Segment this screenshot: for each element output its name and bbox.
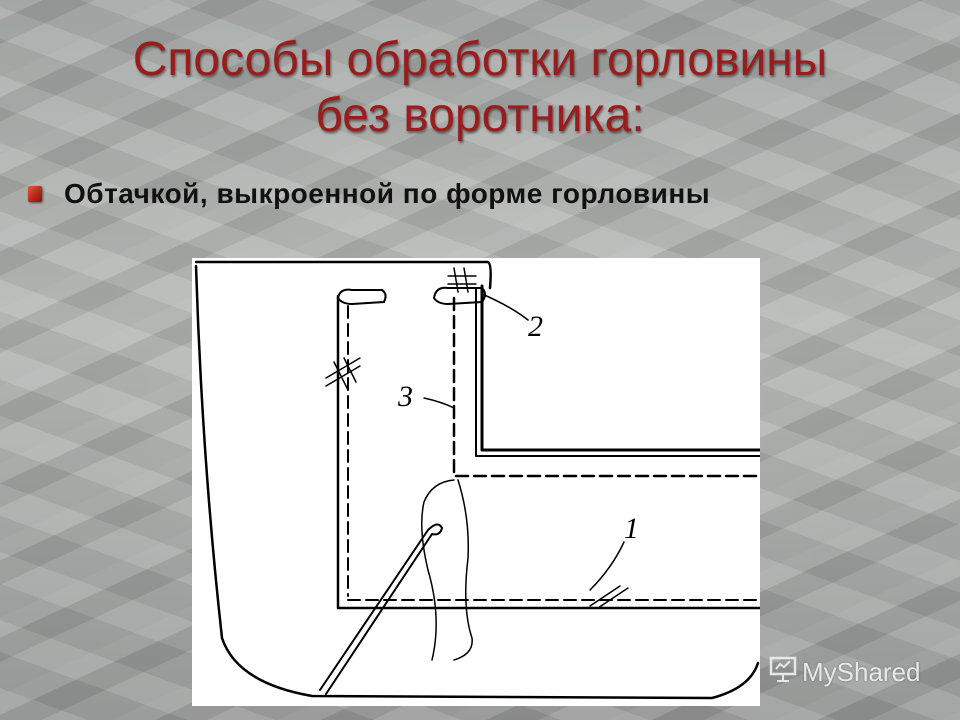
watermark-text: MyShared [802, 657, 921, 687]
leader-2 [481, 293, 529, 321]
facing-edge-outer [480, 284, 760, 452]
stitch-line-3 [452, 296, 760, 478]
thread [421, 479, 473, 661]
facing-left-edge [336, 294, 760, 610]
cross-mark-bottom [589, 585, 629, 609]
label-1: 1 [624, 512, 639, 545]
slide-title: Способы обработки горловины без воротник… [0, 32, 960, 144]
cross-mark-top [447, 267, 477, 293]
garment-outline [194, 260, 760, 700]
fold-right [433, 286, 486, 305]
bullet-item: Обтачкой, выкроенной по форме горловины [28, 178, 938, 210]
bullet-marker-icon [28, 186, 42, 202]
fold-left [337, 288, 387, 305]
facing-edge-inner [475, 287, 760, 457]
presentation-board-icon [768, 655, 798, 690]
leader-1 [589, 541, 625, 591]
needle [319, 523, 443, 695]
label-3: 3 [397, 380, 413, 413]
cross-mark-left [325, 357, 361, 391]
diagram-svg: 2 3 1 [194, 260, 760, 700]
neckline-facing-diagram: 2 3 1 [192, 258, 760, 706]
leader-3 [423, 397, 455, 409]
bullet-text: Обтачкой, выкроенной по форме горловины [64, 178, 711, 209]
title-line-2: без воротника: [315, 89, 645, 142]
label-2: 2 [528, 310, 543, 343]
title-line-1: Способы обработки горловины [132, 33, 828, 86]
watermark: MyShared [768, 655, 921, 690]
